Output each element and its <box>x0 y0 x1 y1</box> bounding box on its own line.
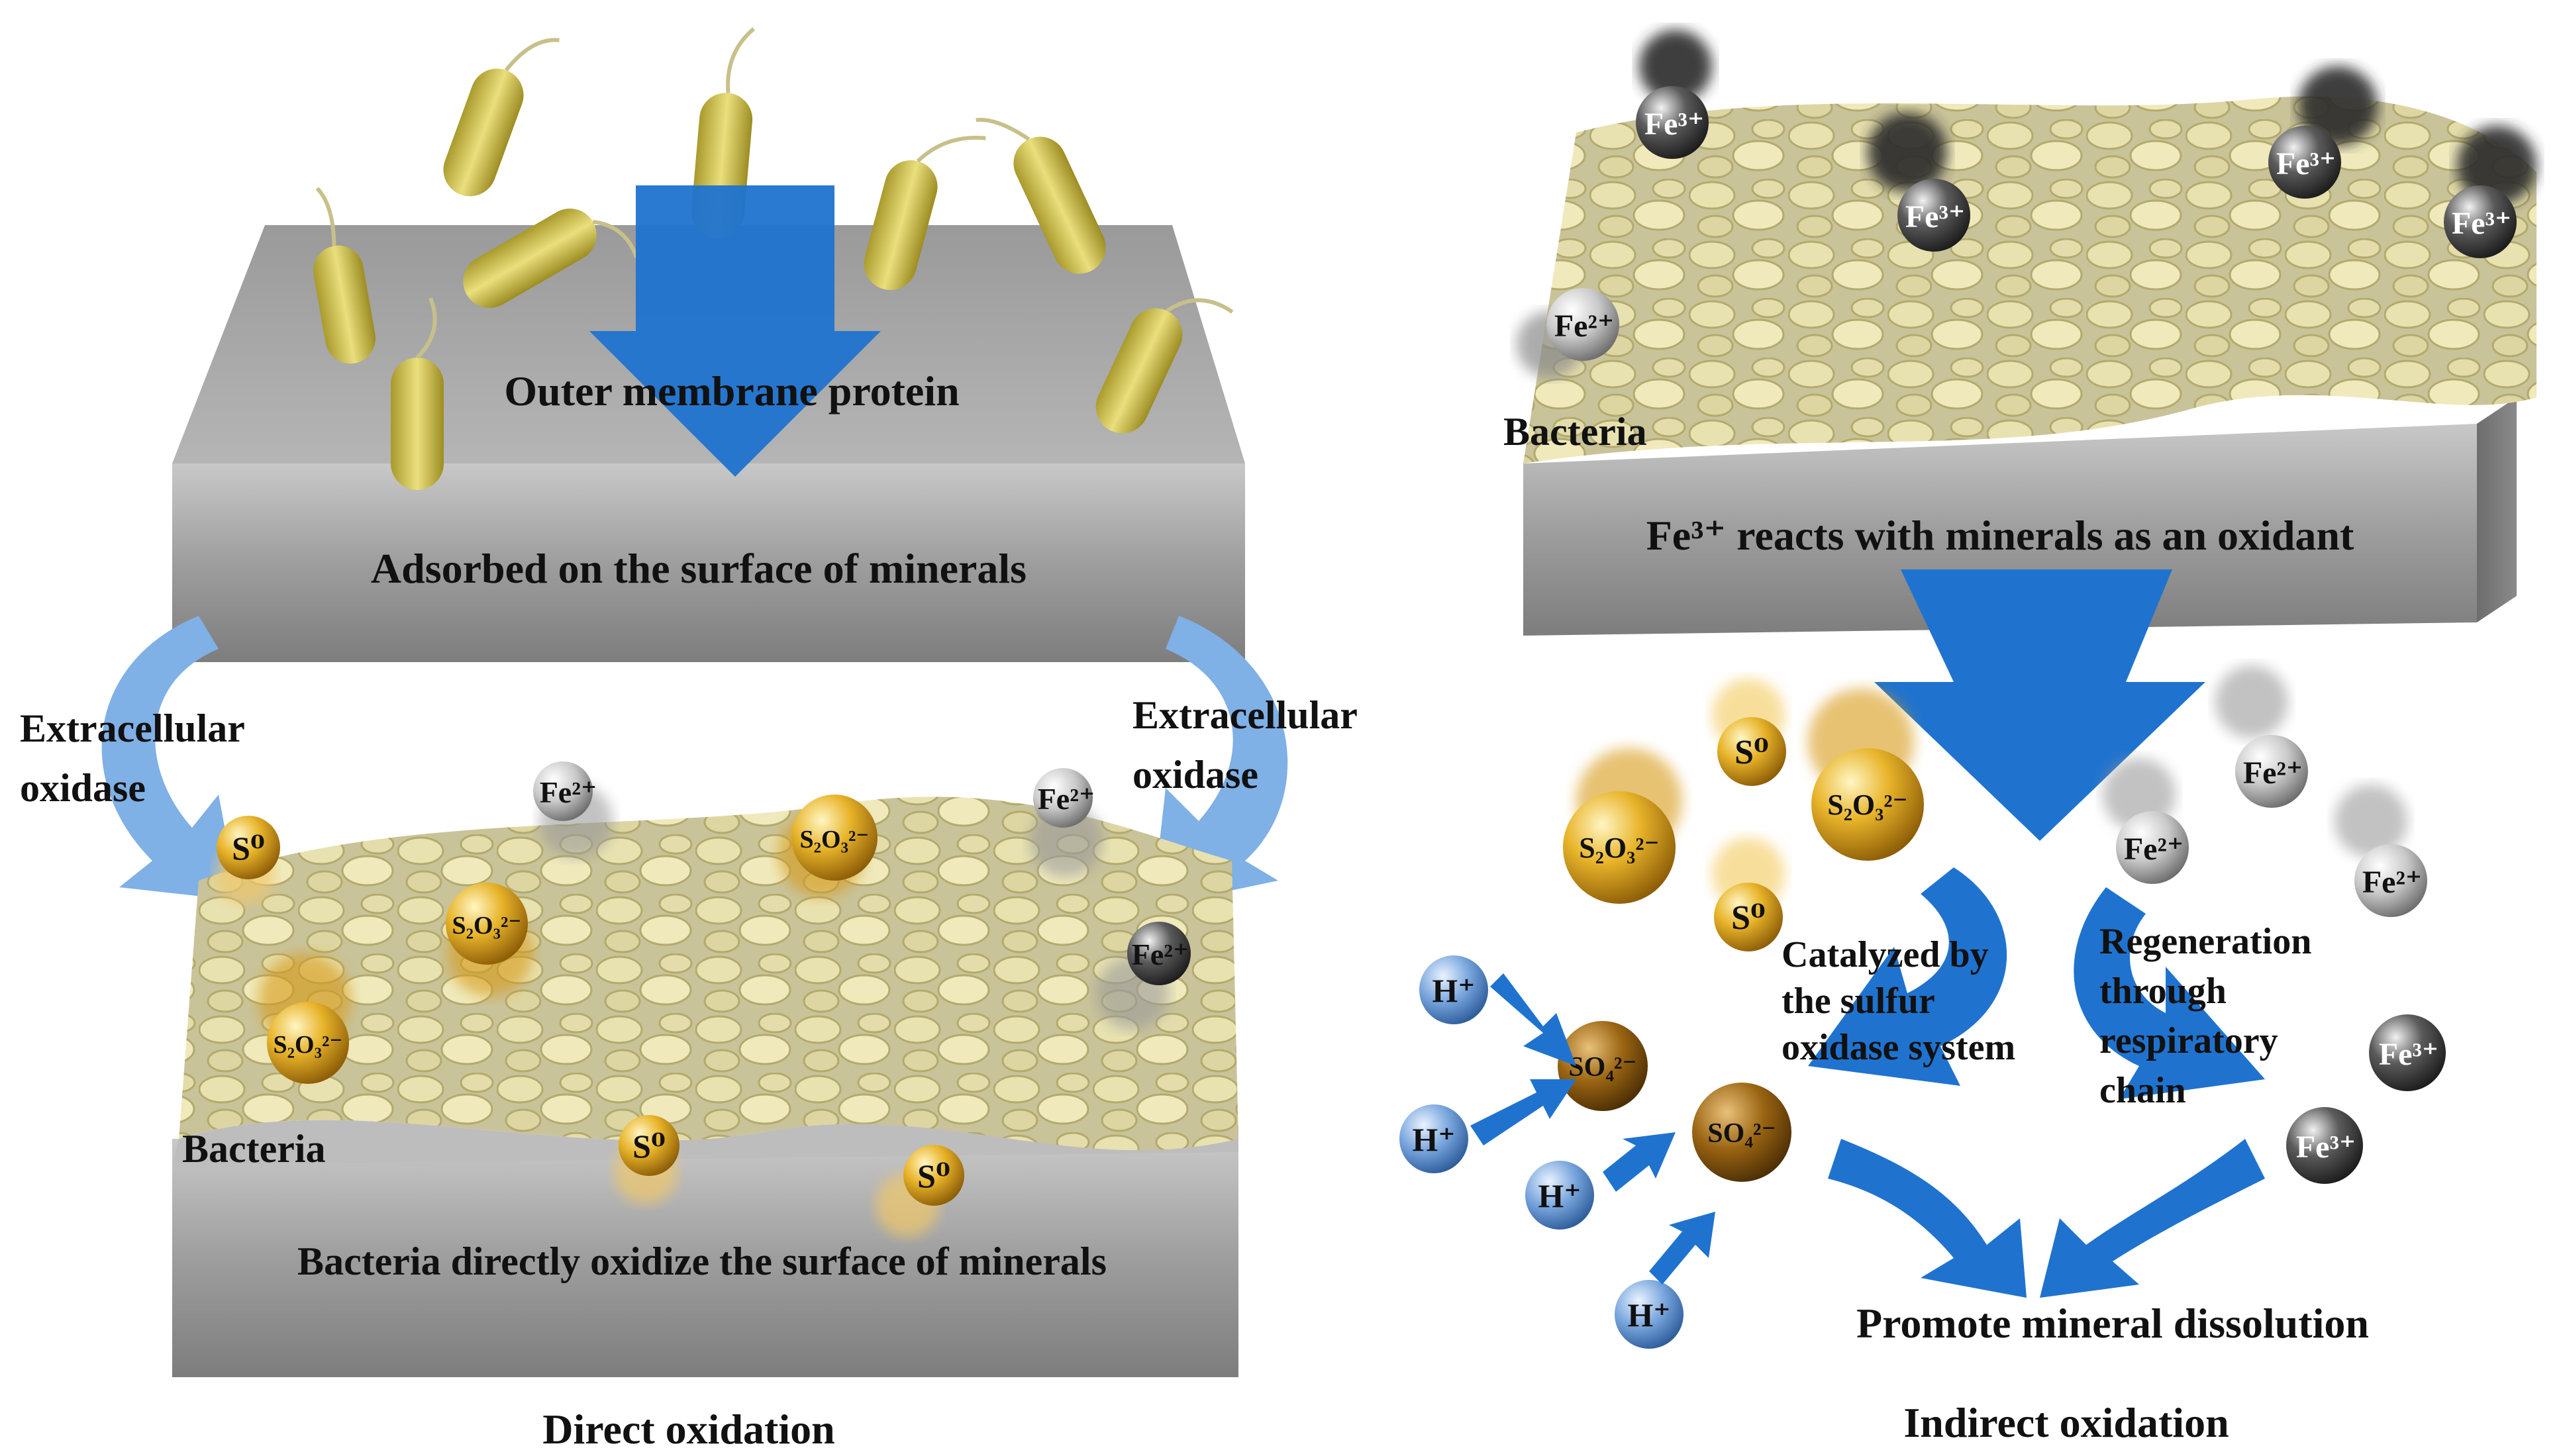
fe3-reaction-arrow <box>1874 569 2205 841</box>
s0-ion <box>217 816 280 879</box>
svg-text:S⁰: S⁰ <box>1734 734 1769 771</box>
right-extracellular-label-2: oxidase <box>1132 753 1258 797</box>
svg-text:Fe³⁺: Fe³⁺ <box>2296 1130 2356 1165</box>
svg-text:SO₄²⁻: SO₄²⁻ <box>1568 1052 1636 1083</box>
so4-ion <box>1558 1021 1648 1111</box>
fe3-ion <box>2286 1107 2363 1184</box>
svg-text:S⁰: S⁰ <box>917 1157 950 1194</box>
h-ion <box>1615 1280 1684 1349</box>
svg-text:Fe³⁺: Fe³⁺ <box>2452 206 2511 241</box>
svg-text:S⁰: S⁰ <box>632 1128 666 1165</box>
direct-oxidation-caption: Direct oxidation <box>542 1406 834 1453</box>
svg-text:Fe²⁺: Fe²⁺ <box>1554 309 1614 344</box>
fe3-ion <box>2268 126 2341 199</box>
so4-ion <box>1692 1083 1791 1182</box>
left-ions: S⁰ Fe²⁺ S₂O₃²⁻ S₂O₃²⁻ S₂O₃²⁻ Fe²⁺ Fe²⁺ S… <box>215 761 1191 1237</box>
svg-text:Fe²⁺: Fe²⁺ <box>1038 782 1095 816</box>
svg-text:S₂O₃²⁻: S₂O₃²⁻ <box>1827 789 1908 821</box>
outer-membrane-protein-label: Outer membrane protein <box>504 367 959 414</box>
svg-text:through: through <box>2099 971 2227 1012</box>
right-extracellular-label-1: Extracellular <box>1132 693 1358 737</box>
svg-text:H⁺: H⁺ <box>1538 1177 1581 1214</box>
svg-text:Fe³⁺: Fe³⁺ <box>1644 107 1704 142</box>
left-bacteria-label: Bacteria <box>182 1127 326 1171</box>
s2o3-ion <box>1811 748 1924 861</box>
right-reaction-arrows <box>1470 867 2265 1298</box>
fe3-ion <box>2369 1014 2446 1091</box>
svg-text:Fe²⁺: Fe²⁺ <box>540 775 597 809</box>
fe2-ion <box>2116 811 2189 884</box>
svg-text:S⁰: S⁰ <box>1731 899 1766 937</box>
fe3-ion <box>1897 179 1970 252</box>
left-bottom-mineral-block <box>172 797 1238 1377</box>
fe2-ion <box>2235 735 2308 808</box>
fe3-oxidant-label: Fe³⁺ reacts with minerals as an oxidant <box>1646 512 2354 559</box>
left-extracellular-arrow <box>101 616 238 900</box>
fe2-ion <box>1127 922 1191 985</box>
fe2-ion <box>2354 844 2427 917</box>
left-extracellular-label-1: Extracellular <box>20 706 245 750</box>
s0-ion <box>619 1115 679 1176</box>
svg-text:S₂O₃²⁻: S₂O₃²⁻ <box>452 912 522 940</box>
s0-ion <box>1714 883 1783 951</box>
sulfur-oxidase-label: Catalyzed by the sulfur oxidase system <box>1782 934 2015 1068</box>
svg-text:S₂O₃²⁻: S₂O₃²⁻ <box>1579 832 1660 864</box>
svg-text:Fe²⁺: Fe²⁺ <box>2362 865 2422 900</box>
right-reaction-ions: S⁰ S₂O₃²⁻ S₂O₃²⁻ S⁰ Fe²⁺ Fe²⁺ Fe²⁺ Fe³⁺ … <box>1399 665 2446 1349</box>
right-extracellular-arrow <box>1152 616 1288 907</box>
h-ion <box>1525 1161 1594 1230</box>
promote-dissolution-label: Promote mineral dissolution <box>1856 1300 2369 1347</box>
s2o3-ion <box>446 883 528 965</box>
s2o3-ion <box>791 795 878 881</box>
s2o3-ion <box>267 1002 349 1084</box>
svg-text:SO₄²⁻: SO₄²⁻ <box>1707 1118 1776 1149</box>
svg-text:oxidase system: oxidase system <box>1782 1027 2015 1068</box>
adsorption-arrow <box>589 185 881 477</box>
svg-text:Fe²⁺: Fe²⁺ <box>1132 938 1189 971</box>
adsorbed-label: Adsorbed on the surface of minerals <box>371 545 1027 592</box>
direct-oxidation-block-label: Bacteria directly oxidize the surface of… <box>297 1239 1107 1283</box>
svg-text:S₂O₃²⁻: S₂O₃²⁻ <box>274 1031 343 1059</box>
left-extracellular-label-2: oxidase <box>20 766 146 810</box>
fe3-ion <box>2444 185 2517 258</box>
svg-text:the sulfur: the sulfur <box>1782 981 1935 1022</box>
svg-text:Regeneration: Regeneration <box>2099 921 2311 962</box>
s2o3-ion <box>1563 791 1676 904</box>
svg-text:Catalyzed by: Catalyzed by <box>1782 934 1989 975</box>
h-ion <box>1399 1104 1468 1173</box>
svg-text:S⁰: S⁰ <box>232 830 265 867</box>
s0-ion <box>903 1145 964 1206</box>
regeneration-label: Regeneration through respiratory chain <box>2099 921 2311 1111</box>
svg-text:Fe³⁺: Fe³⁺ <box>2379 1037 2438 1072</box>
fe2-ion <box>533 761 593 821</box>
indirect-oxidation-caption: Indirect oxidation <box>1903 1399 2229 1446</box>
s0-ion <box>1717 717 1786 786</box>
fe3-ion <box>1636 86 1709 159</box>
svg-text:Fe²⁺: Fe²⁺ <box>2124 832 2184 867</box>
fe2-ion <box>1033 768 1093 828</box>
svg-text:S₂O₃²⁻: S₂O₃²⁻ <box>800 826 870 853</box>
svg-text:Fe³⁺: Fe³⁺ <box>2276 146 2336 181</box>
right-top-ions: Fe³⁺ Fe³⁺ Fe³⁺ Fe³⁺ Fe²⁺ <box>1517 30 2537 377</box>
fe2-ion <box>1546 288 1619 361</box>
svg-text:H⁺: H⁺ <box>1412 1121 1455 1158</box>
svg-text:Fe²⁺: Fe²⁺ <box>2243 755 2303 791</box>
svg-text:respiratory: respiratory <box>2099 1020 2278 1061</box>
svg-text:H⁺: H⁺ <box>1432 972 1475 1009</box>
h-ion <box>1419 955 1488 1024</box>
svg-text:Fe³⁺: Fe³⁺ <box>1905 199 1965 234</box>
svg-text:chain: chain <box>2099 1070 2186 1111</box>
right-bacteria-label: Bacteria <box>1503 410 1647 454</box>
svg-text:H⁺: H⁺ <box>1627 1296 1670 1334</box>
